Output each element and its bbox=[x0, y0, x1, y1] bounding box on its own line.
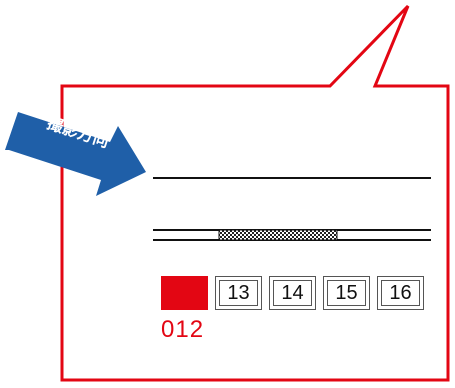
frame-number-15: 15 bbox=[327, 280, 366, 306]
frame-number-14: 14 bbox=[273, 280, 312, 306]
frame-number-16: 16 bbox=[381, 280, 420, 306]
speech-bubble-frame bbox=[60, 4, 450, 382]
frame-box-16: 16 bbox=[377, 276, 424, 310]
frame-box-13: 13 bbox=[215, 276, 262, 310]
active-frame-label: 012 bbox=[161, 316, 205, 343]
frame-box-15: 15 bbox=[323, 276, 370, 310]
frame-box-14: 14 bbox=[269, 276, 316, 310]
film-strip-checkered-segment bbox=[218, 229, 338, 241]
frame-number-13: 13 bbox=[219, 280, 258, 306]
active-frame-marker bbox=[161, 276, 208, 310]
shooting-direction-arrow bbox=[5, 112, 146, 196]
